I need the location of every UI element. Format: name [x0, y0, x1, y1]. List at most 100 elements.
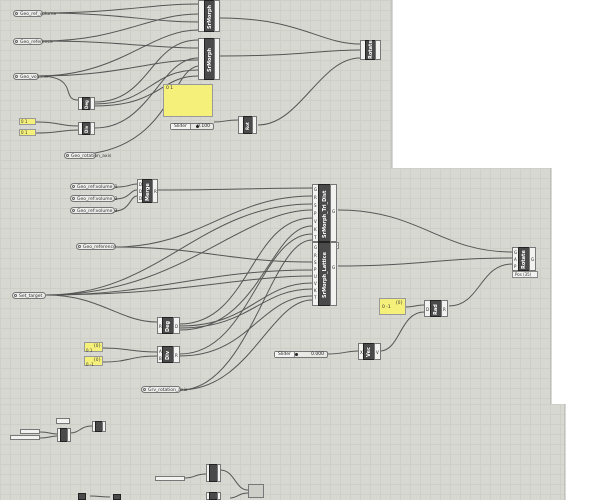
port-label: R [314, 253, 317, 258]
param-label: Geo_ref:volume_2 [77, 197, 118, 202]
bottom-component-e[interactable] [75, 493, 89, 500]
component-title: SrMorph_Lattice [322, 252, 328, 298]
param-geo-rotation-axis[interactable]: Geo_rotation_axis [64, 152, 111, 159]
component-srmorph-tri-dist[interactable]: G R S P V K T SrMorph_Tri_Dist G SZTool … [312, 184, 339, 249]
bottom-group-box[interactable] [248, 484, 264, 498]
bottom-node-a[interactable] [56, 418, 70, 424]
port-label: V [376, 350, 379, 355]
component-div-top[interactable]: Div [78, 122, 96, 135]
slider-value: 0.100 [197, 124, 210, 129]
output-ports [102, 421, 106, 432]
output-ports [217, 492, 221, 500]
output-ports: G [529, 247, 536, 271]
component-srmorph-top-a[interactable]: SrMorph [198, 0, 222, 32]
param-geo-volume[interactable]: Geo_volume [13, 73, 48, 80]
panel-text: 0 1 [86, 348, 93, 353]
param-label: Geo_reference [20, 40, 53, 45]
component-title: Rot [245, 122, 250, 130]
param-geo-ref-volume-1[interactable]: Geo_ref:volume_1 [70, 183, 118, 190]
port-label: S [314, 203, 317, 208]
port-label: D [139, 196, 143, 201]
port-label: K [314, 288, 317, 293]
port-label: X [360, 350, 363, 355]
canvas-viewport-middle[interactable] [0, 168, 551, 404]
number-slider-top[interactable]: Slider 0.100 [170, 123, 214, 130]
param-geo-ref-volume[interactable]: Geo_ref_volume [13, 10, 56, 17]
port-label: T [314, 295, 317, 300]
component-title: Deg [84, 100, 89, 109]
slider-knob[interactable] [196, 125, 199, 128]
param-label: Set_target [19, 294, 43, 299]
component-srmorph-lattice[interactable]: G R S P U V K T SrMorph_Lattice G [312, 242, 339, 306]
component-body [78, 493, 86, 500]
component-title: Rad [433, 304, 439, 315]
bottom-input-b[interactable] [10, 435, 40, 440]
output-ports: D [173, 317, 180, 334]
param-label: Grv_rotation_axis [148, 388, 188, 393]
slider-label: Slider [171, 124, 191, 129]
panel-yellow-small-b[interactable]: 0 1 [19, 129, 36, 136]
output-ports [214, 38, 220, 80]
bottom-component-c[interactable] [206, 464, 222, 482]
output-ports [375, 40, 381, 60]
port-label: R [159, 324, 162, 329]
component-deg-top[interactable]: Deg [78, 97, 96, 110]
param-geo-ref-volume-2[interactable]: Geo_ref:volume_2 [70, 195, 118, 202]
param-label: Geo_volume [20, 75, 48, 80]
panel-yellow-large[interactable]: 0 1 [163, 84, 213, 117]
param-label: Geo_ref:volume_3 [77, 209, 118, 214]
component-title: Vec [366, 347, 372, 358]
output-ports [214, 0, 220, 32]
port-label: G [314, 245, 318, 250]
port-label: R [314, 195, 317, 200]
param-geo-reference-mid[interactable]: Geo_reference [76, 243, 116, 250]
panel-yellow-a[interactable]: {0} 0 1 [84, 342, 103, 353]
component-rotate-top[interactable]: Rotate [360, 40, 382, 64]
port-label: A [514, 257, 517, 262]
component-title: SrMorph_Tri_Dist [322, 190, 328, 238]
panel-text: 0 -1 [86, 362, 94, 367]
bottom-component-b[interactable] [92, 421, 106, 432]
output-ports: V [374, 343, 381, 360]
param-set-target[interactable]: Set_target [12, 292, 46, 299]
component-srmorph-top-b[interactable]: SrMorph [198, 38, 222, 80]
bottom-component-f[interactable] [110, 494, 124, 500]
component-rot-top[interactable]: Rot [238, 116, 258, 134]
component-deg[interactable]: R Deg D [157, 317, 181, 334]
output-ports: R [173, 346, 180, 363]
panel-yellow-number[interactable]: {0} 0 -1 [379, 298, 406, 315]
param-label: Geo_ref_volume [20, 12, 57, 17]
port-label: T [314, 235, 317, 240]
port-label: R [443, 307, 446, 312]
component-vec[interactable]: X Vec V [358, 343, 382, 360]
component-rotate-mid[interactable]: G A P Rotate G Pos (35) [512, 247, 538, 279]
output-ports [67, 428, 71, 442]
component-merge[interactable]: D D D Merge R [137, 179, 159, 203]
bottom-input-c[interactable] [155, 476, 185, 481]
port-label: R [154, 189, 157, 194]
slider-knob[interactable] [295, 353, 298, 356]
bottom-input-a[interactable] [20, 429, 40, 434]
component-title: Rotate [521, 250, 527, 270]
slider-label: Slider [275, 352, 295, 357]
port-label: G [314, 187, 318, 192]
bottom-component-d[interactable] [206, 492, 222, 500]
port-label: D [426, 307, 430, 312]
canvas-viewport-bottom[interactable] [0, 404, 565, 500]
number-slider-mid[interactable]: Slider 0.000 [274, 351, 328, 358]
param-geo-ref-volume-3[interactable]: Geo_ref:volume_3 [70, 207, 118, 214]
param-rotation-axis[interactable]: Grv_rotation_axis [141, 386, 187, 393]
panel-yellow-small-a[interactable]: 0 1 [19, 118, 36, 125]
port-label: V [314, 219, 317, 224]
port-label: S [314, 260, 317, 265]
panel-text: 0 1 [21, 130, 28, 135]
component-title: Div [165, 350, 171, 361]
panel-yellow-b[interactable]: {0} 0 -1 [84, 356, 103, 367]
param-geo-reference[interactable]: Geo_reference [13, 38, 53, 45]
bottom-component-a[interactable] [57, 428, 71, 442]
component-title: Merge [145, 183, 151, 201]
component-rad[interactable]: D Rad R [424, 300, 450, 325]
panel-text: 0 1 [166, 86, 174, 91]
component-div[interactable]: A B Div R [157, 346, 181, 363]
output-ports: R [152, 179, 158, 203]
